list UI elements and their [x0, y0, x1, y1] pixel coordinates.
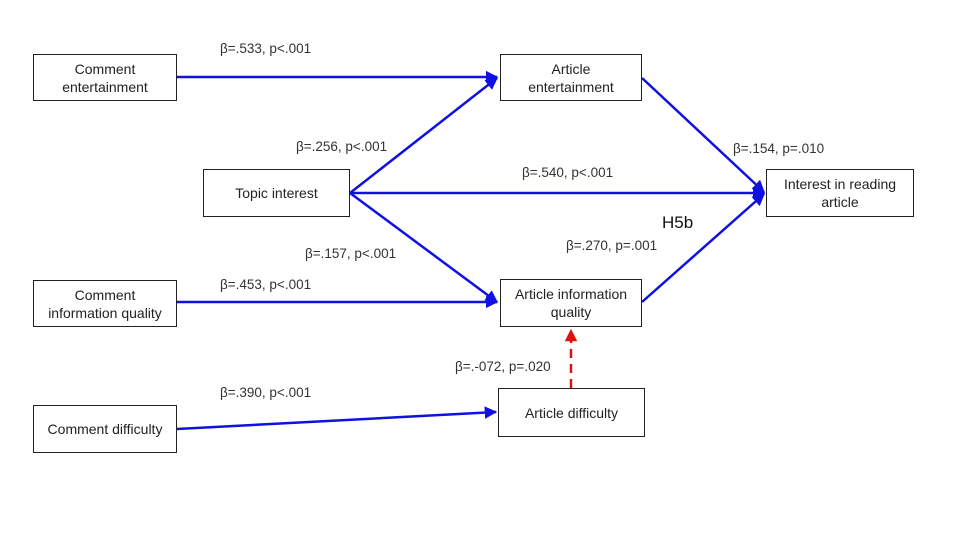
label-aiq-to-interest: β=.270, p=.001	[566, 238, 658, 253]
hypothesis-label: H5b	[662, 213, 694, 232]
path-ti-to-ae	[349, 77, 498, 194]
label-ciq-to-aiq: β=.453, p<.001	[220, 277, 312, 292]
label-ae-to-interest: β=.154, p=.010	[733, 141, 825, 156]
node-article-information-quality: Article information quality	[500, 279, 642, 327]
path-ae-to-interest	[641, 77, 765, 193]
label-ti-to-aiq: β=.157, p<.001	[305, 246, 397, 261]
node-comment-entertainment: Comment entertainment	[33, 54, 177, 101]
path-aiq-to-interest	[641, 193, 765, 303]
path-ti-to-aiq	[349, 191, 499, 304]
label-ti-to-ae: β=.256, p<.001	[296, 139, 388, 154]
node-topic-interest: Topic interest	[203, 169, 350, 217]
label-ti-to-interest: β=.540, p<.001	[522, 165, 614, 180]
label-ad-to-aiq: β=.-072, p=.020	[455, 359, 551, 374]
path-cd-to-ad	[176, 406, 498, 431]
node-comment-difficulty: Comment difficulty	[33, 405, 177, 453]
node-article-difficulty: Article difficulty	[498, 388, 645, 437]
node-interest-in-reading-article: Interest in reading article	[766, 169, 914, 217]
label-ce-to-ae: β=.533, p<.001	[220, 41, 312, 56]
node-comment-information-quality: Comment information quality	[33, 280, 177, 327]
node-article-entertainment: Article entertainment	[500, 54, 642, 101]
label-cd-to-ad: β=.390, p<.001	[220, 385, 312, 400]
